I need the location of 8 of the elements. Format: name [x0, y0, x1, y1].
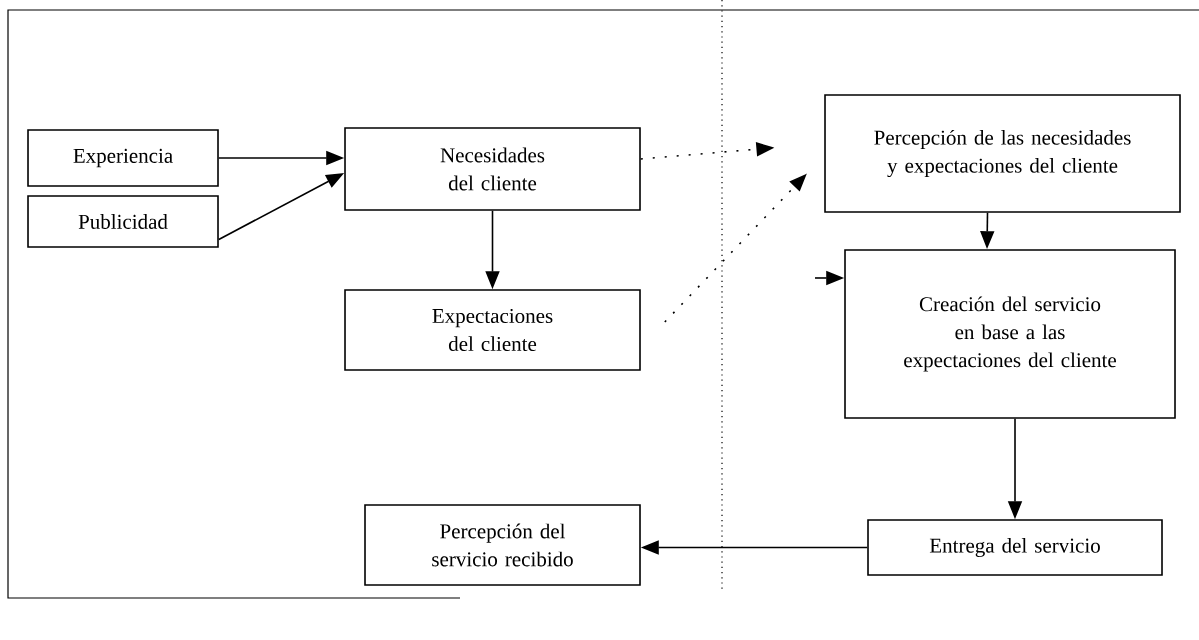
process-box: Percepción del servicio recibido	[364, 504, 641, 586]
process-box: Experiencia	[27, 129, 219, 187]
process-box: Publicidad	[27, 195, 219, 248]
process-box: Entrega del servicio	[867, 519, 1163, 576]
process-box: Creación del servicio en base a las expectaciones del cliente	[844, 249, 1176, 419]
process-box: Necesidades del cliente	[344, 127, 641, 211]
process-box: Percepción de las necesidades y expectaciones del cliente	[824, 94, 1181, 213]
process-box: Expectaciones del cliente	[344, 289, 641, 371]
